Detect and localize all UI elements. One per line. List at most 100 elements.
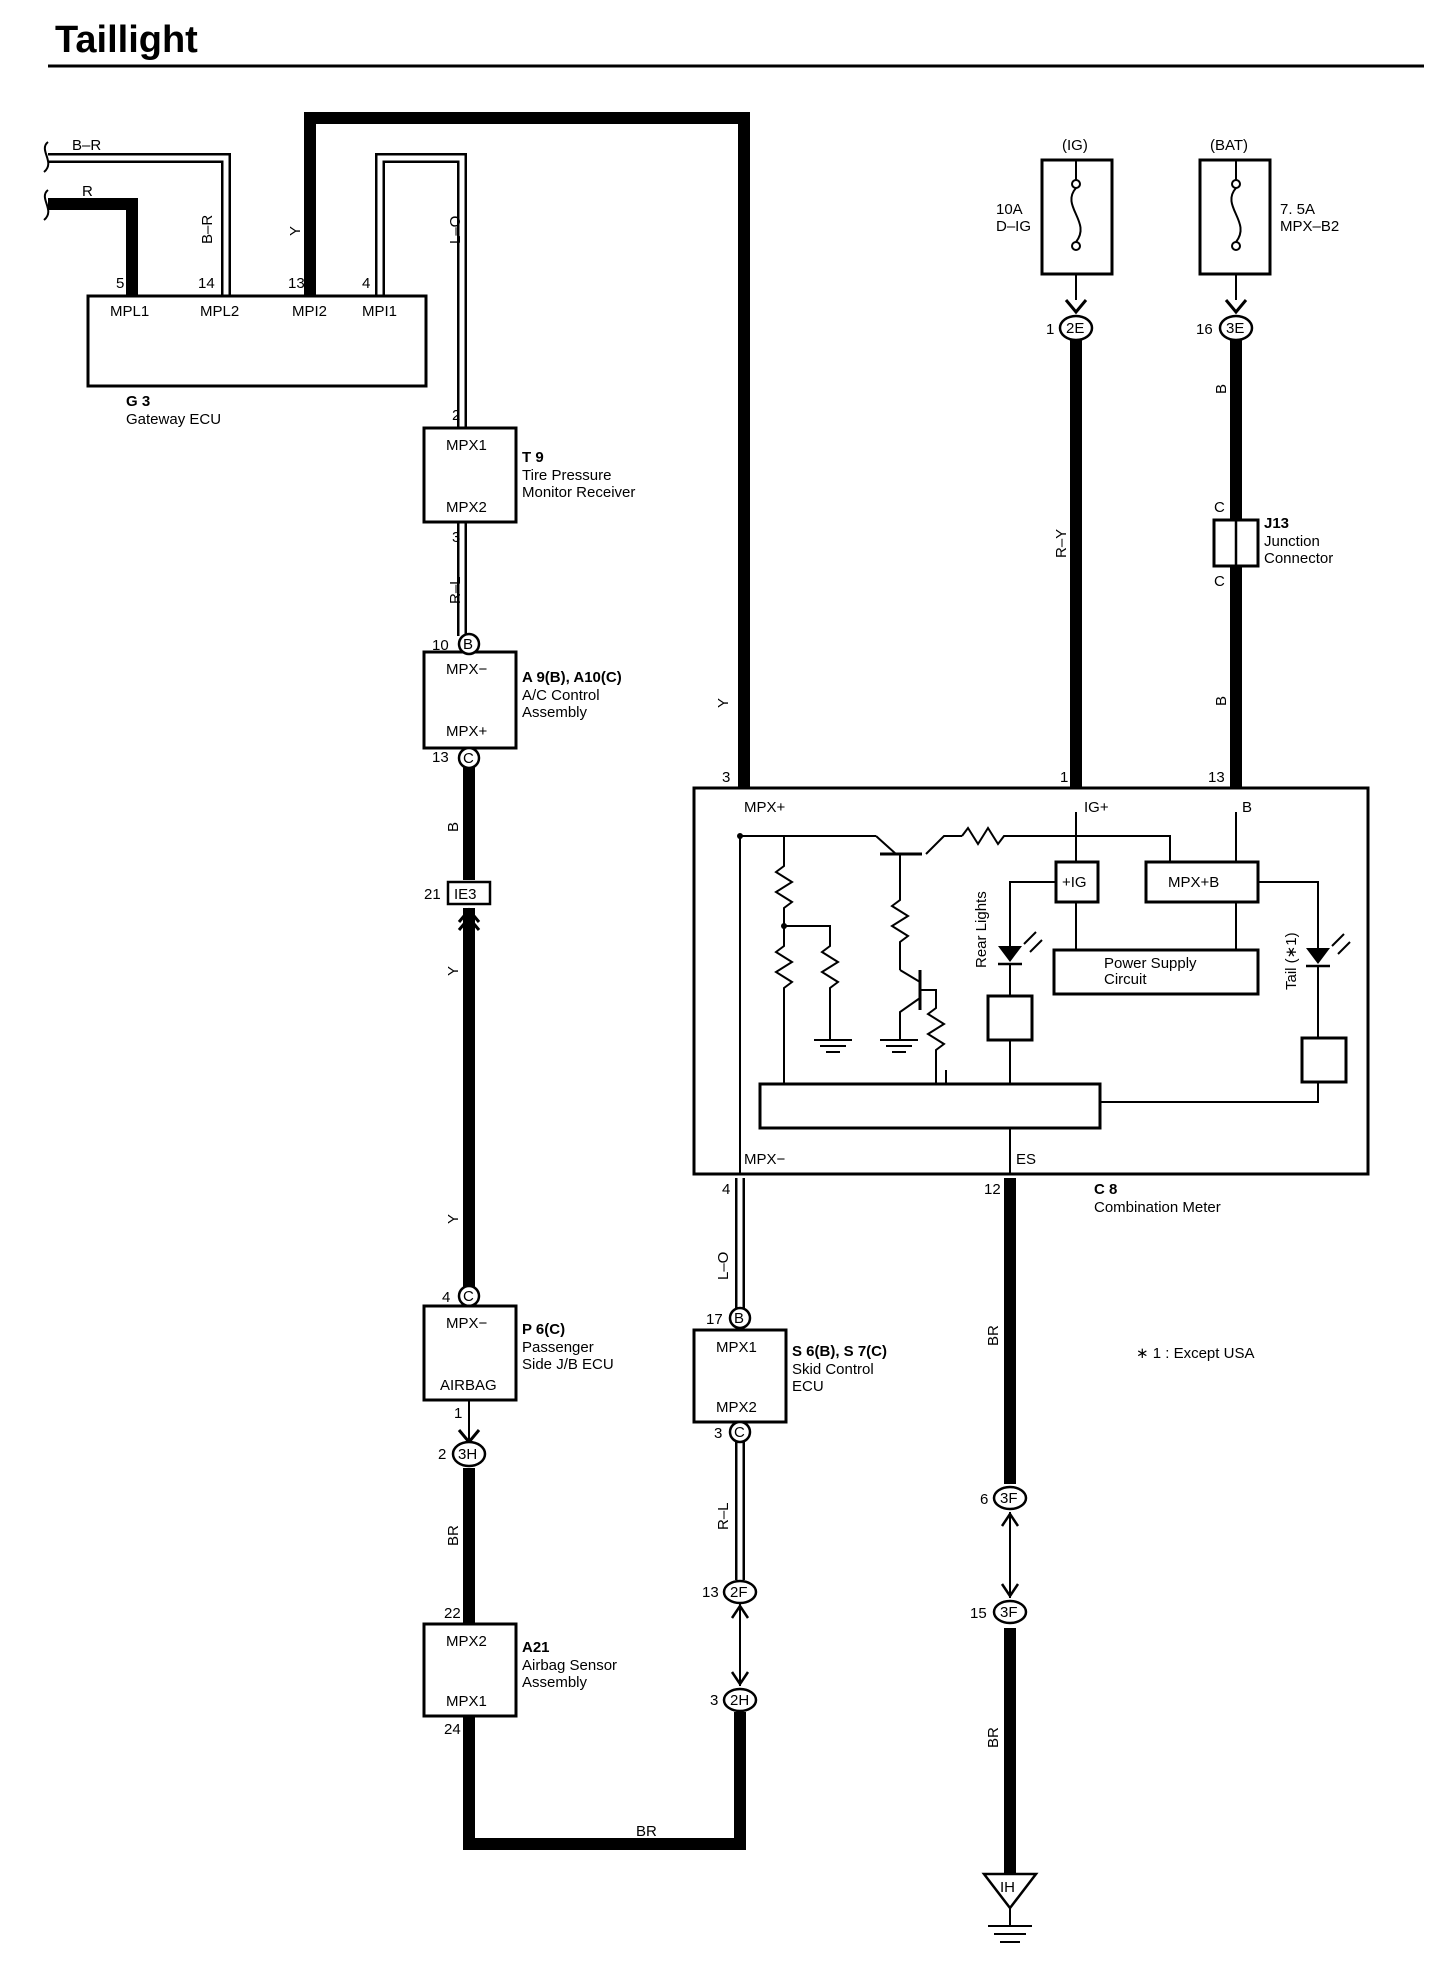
wire-label-b-1: B [445,822,462,832]
wire-label-br-top: B–R [72,137,101,154]
gateway-pin-mpi2: MPI2 [292,303,327,320]
passenger-name-2: Side J/B ECU [522,1356,614,1373]
ac-name-1: A/C Control [522,687,600,704]
airbag-name-1: Airbag Sensor [522,1657,617,1674]
connector-3h: 3H 2 [438,1440,487,1468]
passenger-con-top: C [463,1288,474,1305]
airbag-name-2: Assembly [522,1674,588,1691]
meter-mpx-plus: MPX+ [744,799,786,816]
wires [48,112,1248,1876]
airbag-num-top: 22 [444,1605,461,1622]
fuse-ig: (IG) 10A D–IG 2E 1 [996,137,1114,342]
meter-num-ig: 1 [1060,769,1068,786]
skid-name-1: Skid Control [792,1361,874,1378]
fuse-bat-source: (BAT) [1210,137,1248,154]
skid-con-bot: C [734,1424,745,1441]
fuse-bat-rating: 7. 5A [1280,201,1315,218]
ie3-pin: 21 [424,886,441,903]
c2f-pin: 13 [702,1584,719,1601]
tire-pin-top: MPX1 [446,437,487,454]
meter-tail: Tail (∗1) [1283,932,1300,990]
c2h-pin: 3 [710,1692,718,1709]
skid-control-ecu: B 17 MPX1 MPX2 C 3 S 6(B), S 7(C) Skid C… [692,1306,887,1444]
skid-ref: S 6(B), S 7(C) [792,1343,887,1360]
meter-name: Combination Meter [1094,1199,1221,1216]
tire-pressure-receiver: MPX1 MPX2 2 3 T 9 Tire Pressure Monitor … [422,407,635,546]
meter-mpx-minus: MPX− [744,1151,786,1168]
fuse-bat: (BAT) 7. 5A MPX–B2 3E 16 [1196,137,1339,342]
wire-label-br-vert: B–R [199,215,216,244]
meter-num-mpx-minus: 4 [722,1181,730,1198]
wire-label-br-bottom: BR [636,1823,657,1840]
skid-pin-bot: MPX2 [716,1399,757,1416]
ground-label: IH [1000,1879,1015,1896]
wire-label-ry: R–Y [1053,529,1070,558]
junction-ref: J13 [1264,515,1289,532]
wire-label-br-r2: BR [985,1727,1002,1748]
passenger-jb-ecu: C 4 MPX− AIRBAG 1 P 6(C) Passenger Side … [422,1284,614,1422]
combination-meter: MPX+ IG+ B MPX− ES 3 1 13 4 12 +IG MPX+ [692,769,1370,1216]
meter-ig-plus: IG+ [1084,799,1109,816]
ac-num-top: 10 [432,637,449,654]
wire-label-rl-2: R–L [715,1502,732,1530]
footnote: ∗ 1 : Except USA [1136,1345,1254,1362]
c3h-name: 3H [458,1446,477,1463]
skid-name-2: ECU [792,1378,824,1395]
gateway-pin-mpl1: MPL1 [110,303,149,320]
c3f-b-pin: 15 [970,1605,987,1622]
fuse-ig-name: D–IG [996,218,1031,235]
tire-num-bot: 3 [452,529,460,546]
wire-label-br-r1: BR [985,1325,1002,1346]
ac-ref: A 9(B), A10(C) [522,669,622,686]
gateway-ecu: MPL1 MPL2 MPI2 MPI1 5 14 13 4 G 3 Gatewa… [86,275,428,428]
wire-label-y-2: Y [445,1214,462,1224]
connector-3f-lower: 3F 15 [970,1599,1028,1625]
meter-power-1: Power Supply [1104,955,1197,972]
skid-con-top: B [734,1310,744,1327]
wire-label-br-1: BR [445,1525,462,1546]
gateway-pin-num-14: 14 [198,275,215,292]
c2f-name: 2F [730,1584,748,1601]
junction-c-bot: C [1214,573,1225,590]
wire-labels: B–R R B–R Y L–O R–L B Y Y BR BR Y L–O R–… [72,137,1230,1840]
wire-label-rl-1: R–L [447,576,464,604]
meter-num-b: 13 [1208,769,1225,786]
meter-num-es: 12 [984,1181,1001,1198]
passenger-pin-top: MPX− [446,1315,488,1332]
airbag-num-bot: 24 [444,1721,461,1738]
tire-pin-bot: MPX2 [446,499,487,516]
junction-name-2: Connector [1264,550,1333,567]
meter-power-2: Circuit [1104,971,1147,988]
junction-connector: C C J13 Junction Connector [1212,499,1333,590]
wire-label-y-vert: Y [287,226,304,236]
fuse-bat-con: 3E [1226,320,1244,337]
gateway-name: Gateway ECU [126,411,221,428]
tire-name-1: Tire Pressure [522,467,611,484]
fuse-ig-pin: 1 [1046,321,1054,338]
wire-label-y-1: Y [445,966,462,976]
airbag-sensor-assembly: 22 MPX2 MPX1 24 A21 Airbag Sensor Assemb… [422,1605,617,1738]
gateway-pin-mpl2: MPL2 [200,303,239,320]
meter-es: ES [1016,1151,1036,1168]
fuse-ig-source: (IG) [1062,137,1088,154]
gateway-pin-num-13: 13 [288,275,305,292]
ac-control-assembly: MPX− MPX+ 10 13 B C A 9(B), A10(C) A/C C… [422,632,622,770]
gateway-pin-num-5: 5 [116,275,124,292]
skid-num-bot: 3 [714,1425,722,1442]
ac-name-2: Assembly [522,704,588,721]
c3f-a-pin: 6 [980,1491,988,1508]
connector-2h: 2H 3 [710,1687,758,1713]
fuse-ig-con: 2E [1066,320,1084,337]
gateway-pin-num-4: 4 [362,275,370,292]
airbag-pin-top: MPX2 [446,1633,487,1650]
wire-label-lo-vert: L–O [447,216,464,244]
passenger-num-bot: 1 [454,1405,462,1422]
passenger-num-top: 4 [442,1289,450,1306]
fuse-ig-rating: 10A [996,201,1023,218]
gateway-ref: G 3 [126,393,150,410]
passenger-name-1: Passenger [522,1339,594,1356]
wire-label-b-r2: B [1213,696,1230,706]
junction-c-top: C [1214,499,1225,516]
ac-pin-bot: MPX+ [446,723,488,740]
